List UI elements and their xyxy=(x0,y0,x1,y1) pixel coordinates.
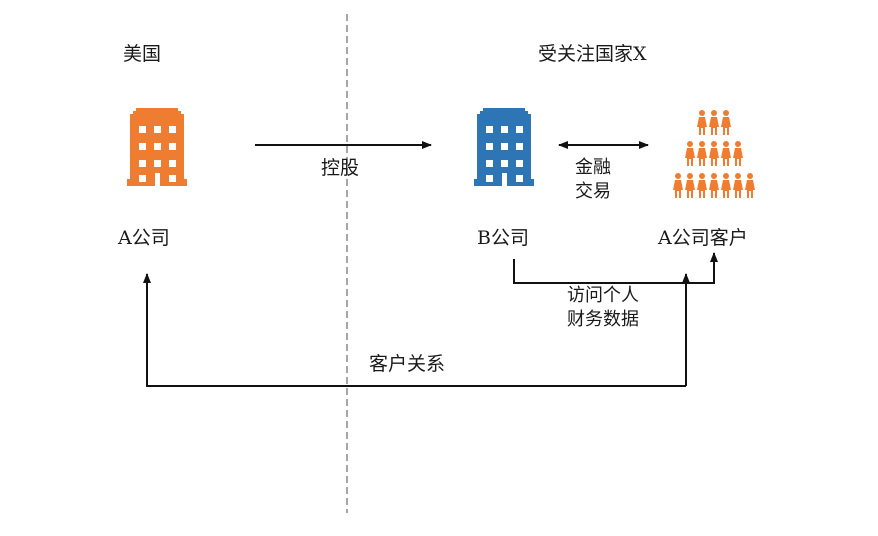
company-a-building-icon xyxy=(127,108,187,186)
financial-transaction-label: 金融 交易 xyxy=(575,156,611,204)
data-access-arrow xyxy=(513,252,718,284)
customer-relationship-label: 客户关系 xyxy=(369,353,446,375)
company-a-label: A公司 xyxy=(118,227,170,249)
customers-label: A公司客户 xyxy=(658,227,748,249)
data-access-label-line1: 访问个人 xyxy=(567,285,639,306)
holding-label: 控股 xyxy=(321,157,360,179)
region-label-country-x: 受关注国家X xyxy=(538,43,647,65)
financial-transaction-label-line2: 交易 xyxy=(575,181,611,202)
data-access-label-line2: 财务数据 xyxy=(567,309,639,330)
company-b-building-icon xyxy=(474,108,534,186)
financial-transaction-label-line1: 金融 xyxy=(575,157,611,178)
customer-relationship-arrow-to-a xyxy=(143,273,686,387)
region-label-us: 美国 xyxy=(123,43,162,65)
data-access-label: 访问个人 财务数据 xyxy=(567,284,639,332)
company-b-label: B公司 xyxy=(477,227,529,249)
customers-crowd-icon xyxy=(673,110,755,198)
